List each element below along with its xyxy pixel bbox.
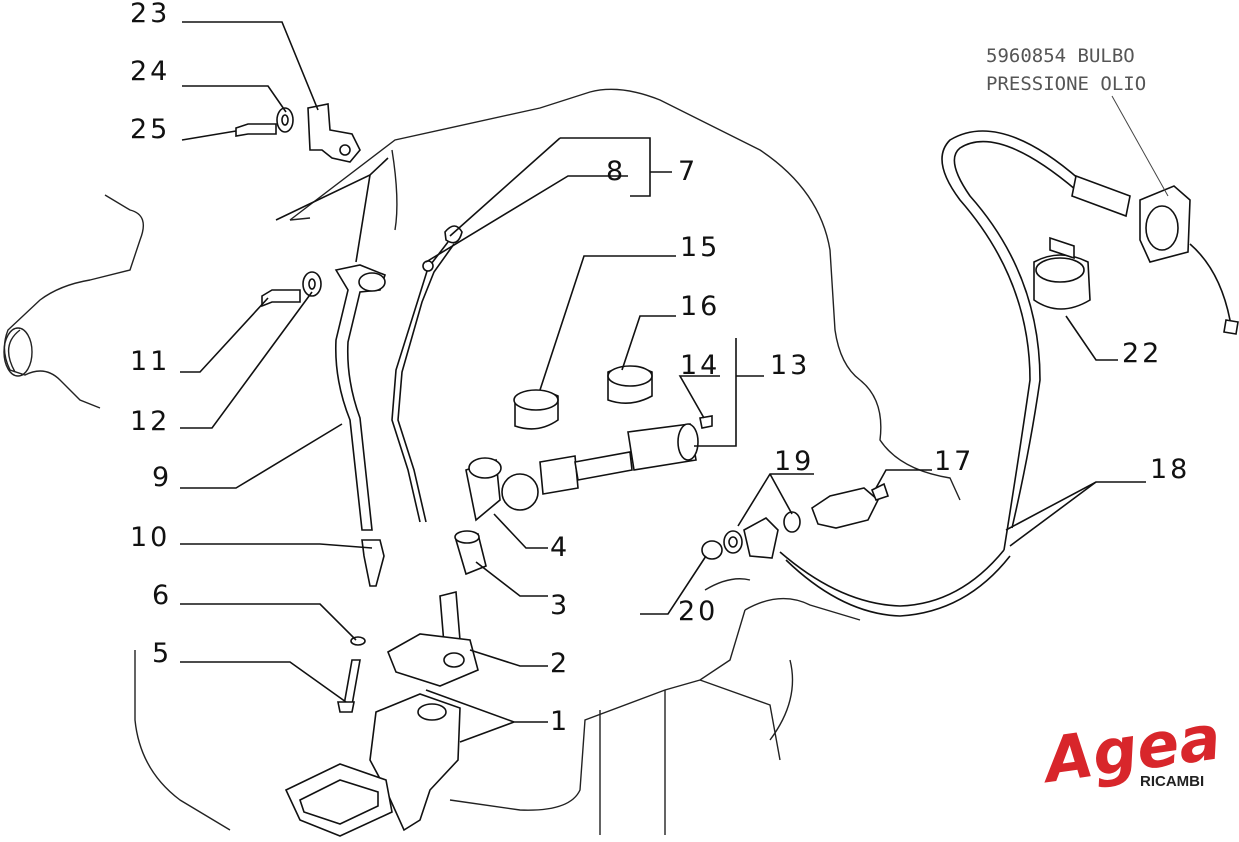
- bulb-note-line-2: PRESSIONE OLIO: [986, 73, 1146, 95]
- bulb-note: 5960854 BULBO PRESSIONE OLIO: [986, 45, 1146, 95]
- bracket: [307, 103, 361, 163]
- washer-and-bolt-top: [235, 107, 294, 137]
- oil-pressure-bulb: [1139, 185, 1239, 335]
- callout-9: 9: [152, 462, 172, 493]
- callout-labels: 23 24 25 8 7 15 16 14 13 11 12 9 10 6 5 …: [130, 0, 1190, 737]
- gasket-and-shaft: [386, 590, 479, 687]
- callout-18: 18: [1150, 454, 1190, 485]
- leader-lines: [180, 21, 1169, 743]
- callout-20: 20: [678, 596, 718, 627]
- pin: [699, 415, 713, 429]
- dipstick-tube: [334, 264, 386, 531]
- dipstick: [391, 225, 463, 523]
- oil-pump: [284, 693, 461, 837]
- callout-14: 14: [680, 350, 720, 381]
- callout-17: 17: [934, 446, 974, 477]
- callout-11: 11: [130, 346, 170, 377]
- plug: [361, 539, 385, 587]
- shaft: [539, 423, 699, 495]
- screw-and-washer: [337, 636, 366, 713]
- callout-25: 25: [130, 114, 170, 145]
- callout-19: 19: [774, 446, 814, 477]
- clamp: [1033, 236, 1091, 310]
- callout-8: 8: [606, 156, 626, 187]
- fittings: [701, 511, 801, 560]
- gear: [465, 457, 539, 522]
- callout-24: 24: [130, 56, 170, 87]
- bolt-and-washer-middle: [261, 271, 322, 308]
- agea-logo: Agea RICAMBI: [1035, 700, 1225, 798]
- sleeve: [454, 530, 487, 576]
- callout-4: 4: [550, 532, 570, 563]
- callout-5: 5: [152, 638, 172, 669]
- hose: [779, 130, 1131, 617]
- callout-16: 16: [680, 291, 720, 322]
- bushings: [513, 365, 653, 430]
- callout-15: 15: [680, 232, 720, 263]
- bulb-note-line-1: 5960854 BULBO: [986, 45, 1135, 67]
- engine-block-outline: [3, 88, 961, 835]
- callout-6: 6: [152, 580, 172, 611]
- callout-22: 22: [1122, 338, 1162, 369]
- callout-7: 7: [678, 156, 698, 187]
- pressure-sensor: [811, 482, 890, 529]
- callout-1: 1: [550, 706, 570, 737]
- callout-13: 13: [770, 350, 810, 381]
- logo-subtitle: RICAMBI: [1140, 773, 1204, 790]
- callout-10: 10: [130, 522, 170, 553]
- callout-12: 12: [130, 406, 170, 437]
- callout-3: 3: [550, 590, 570, 621]
- callout-2: 2: [550, 648, 570, 679]
- callout-23: 23: [130, 0, 170, 29]
